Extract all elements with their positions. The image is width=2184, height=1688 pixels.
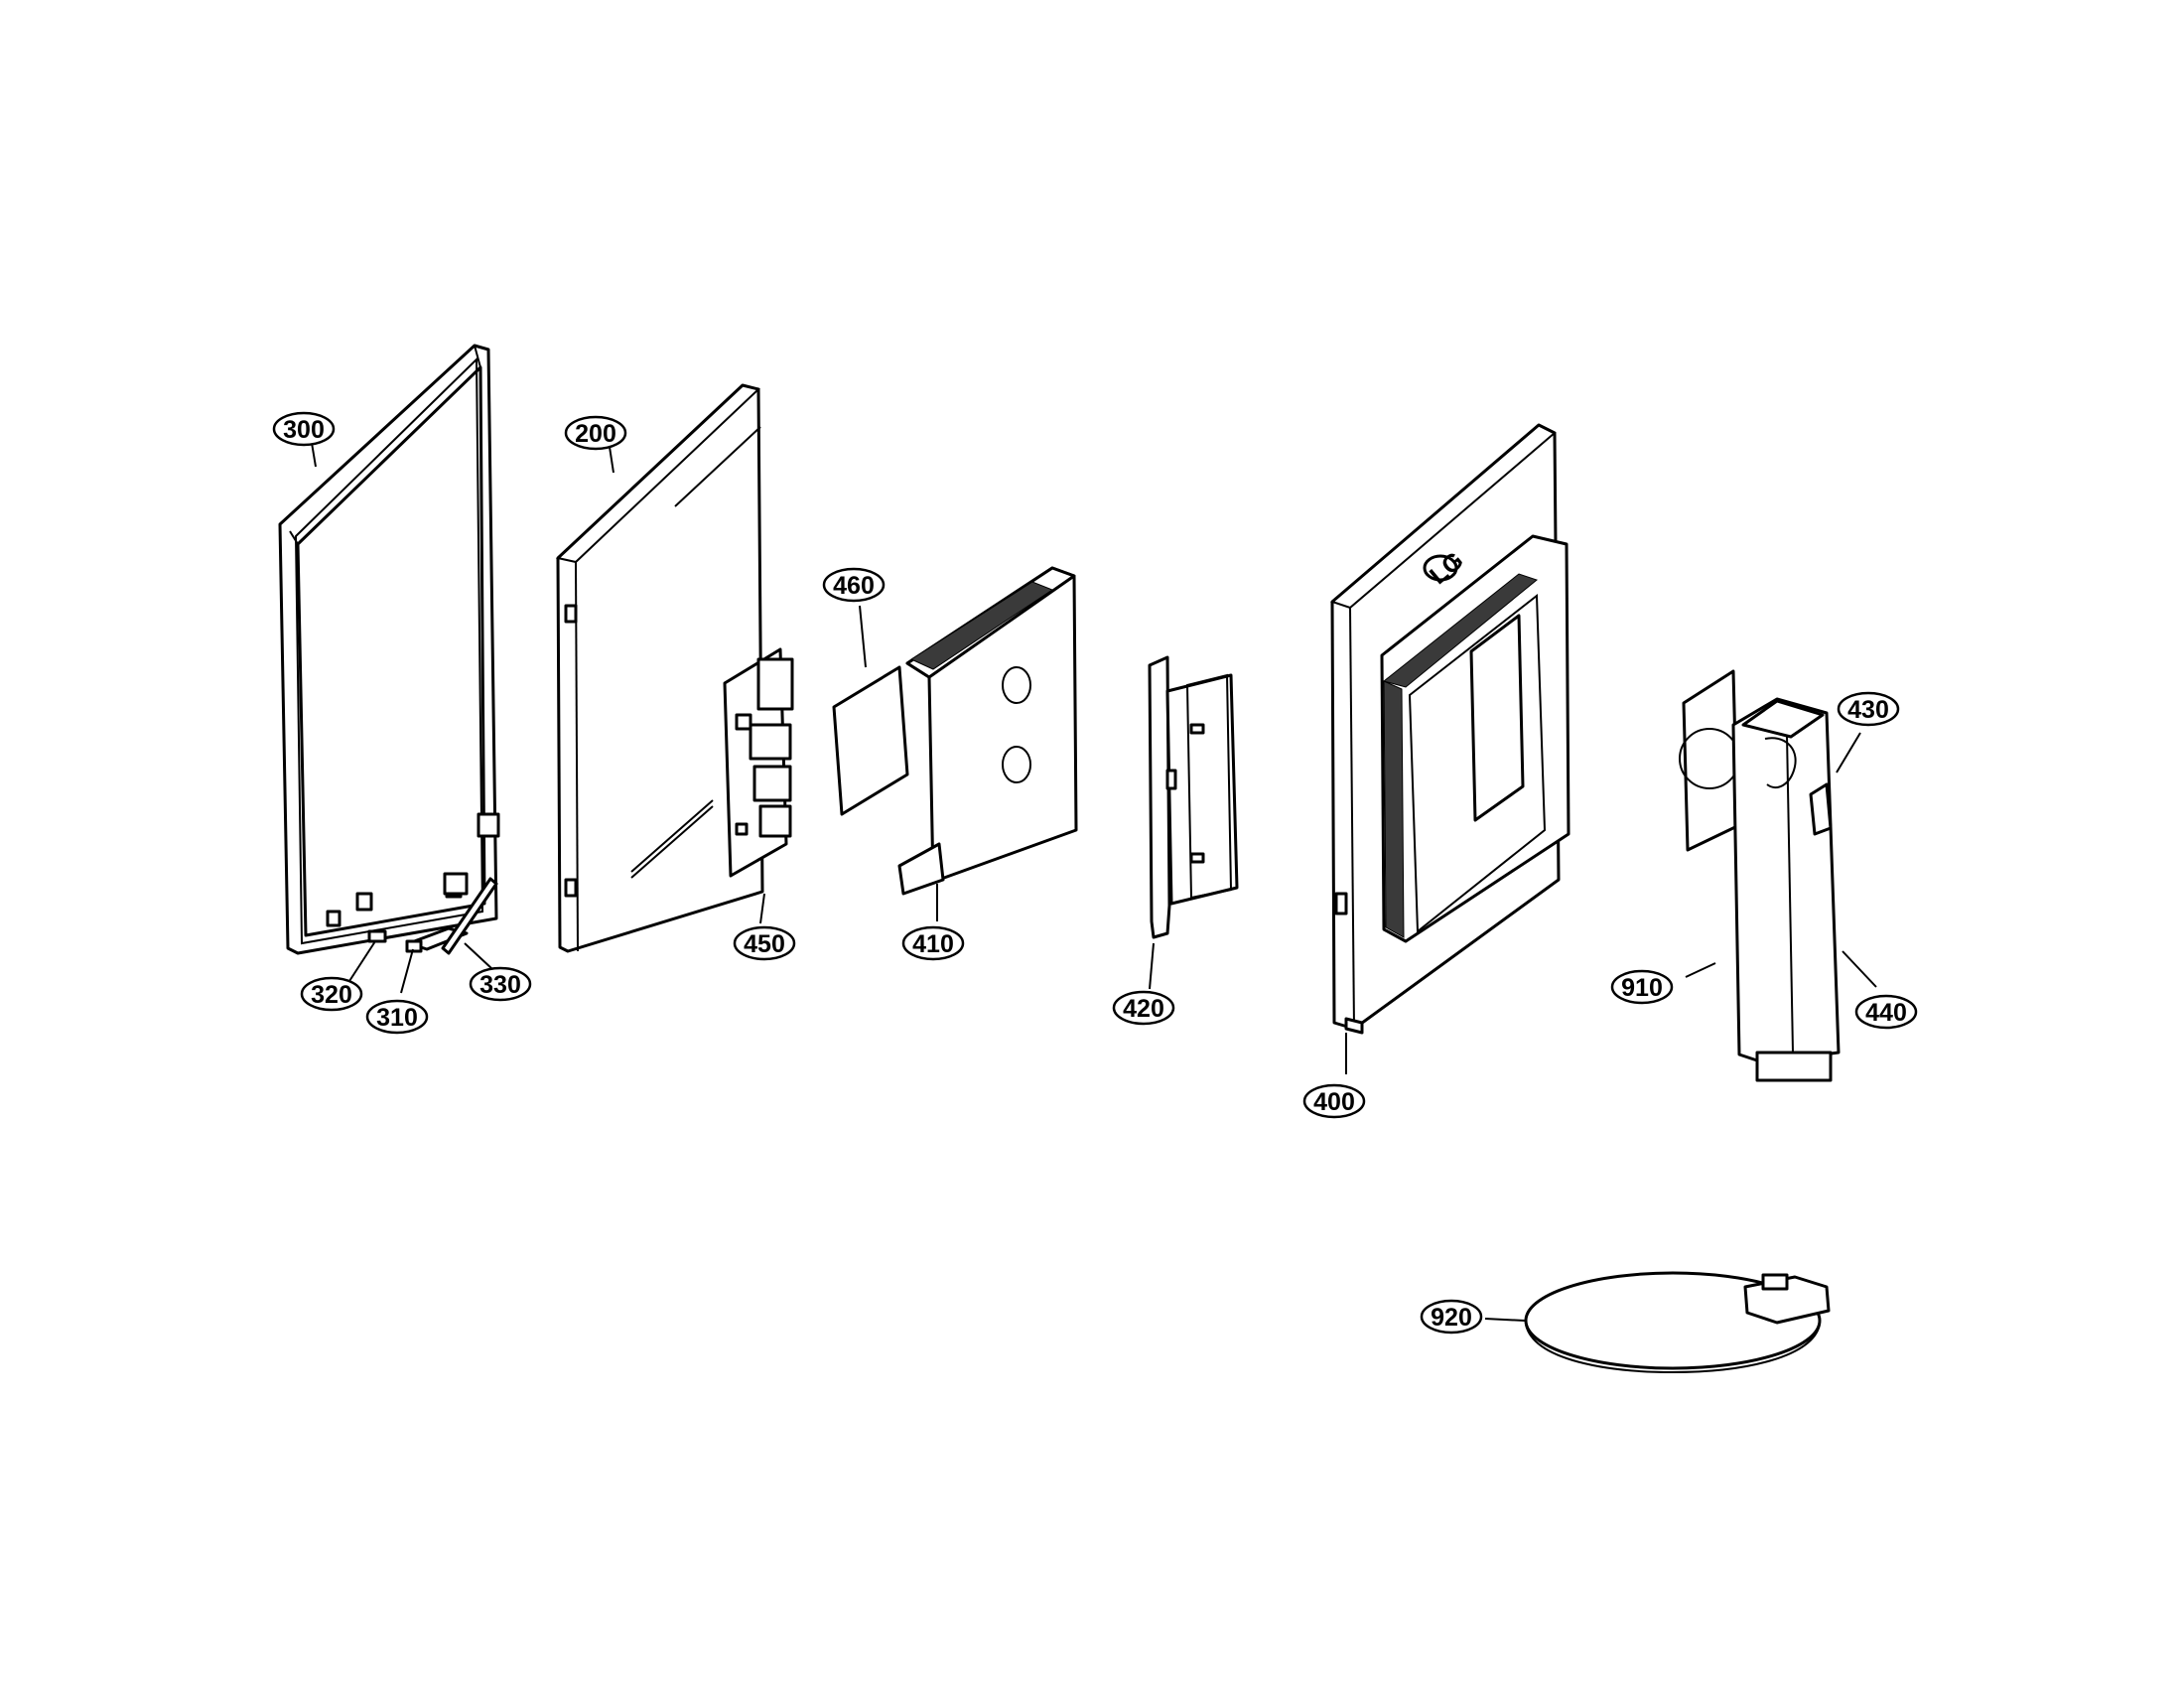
callout-410: 410 <box>901 925 965 961</box>
svg-text:910: 910 <box>1621 974 1663 1002</box>
svg-text:450: 450 <box>744 930 785 958</box>
callout-910: 910 <box>1610 969 1674 1005</box>
callout-300: 300 <box>272 411 336 447</box>
callout-320: 320 <box>300 976 363 1012</box>
stand-base-920 <box>1524 1271 1831 1374</box>
leader-lines <box>311 442 1877 1322</box>
front-bezel-300 <box>278 344 500 955</box>
lcd-panel-200 <box>555 383 764 953</box>
shield-plate-460 <box>832 665 909 816</box>
svg-text:460: 460 <box>833 572 875 600</box>
main-board-450 <box>723 647 794 878</box>
svg-text:310: 310 <box>376 1004 418 1032</box>
callout-450: 450 <box>733 925 796 961</box>
svg-text:420: 420 <box>1123 995 1164 1023</box>
svg-text:200: 200 <box>575 420 616 448</box>
svg-text:400: 400 <box>1313 1088 1355 1116</box>
svg-text:440: 440 <box>1865 999 1907 1027</box>
callout-330: 330 <box>469 966 532 1002</box>
callout-310: 310 <box>365 999 429 1035</box>
callout-460: 460 <box>822 567 886 603</box>
callout-400: 400 <box>1302 1083 1366 1119</box>
stand-neck-910 <box>1679 669 1841 1082</box>
callout-430: 430 <box>1837 691 1900 727</box>
shield-box-410 <box>897 566 1078 896</box>
svg-text:300: 300 <box>283 416 325 444</box>
back-cover-400: LG <box>1330 423 1570 1035</box>
callout-440: 440 <box>1854 994 1918 1030</box>
button-parts <box>367 872 498 955</box>
svg-text:430: 430 <box>1847 696 1889 724</box>
svg-text:920: 920 <box>1431 1304 1472 1332</box>
bracket-420 <box>1148 655 1239 939</box>
callout-420: 420 <box>1112 990 1175 1026</box>
callout-200: 200 <box>564 415 627 451</box>
svg-text:330: 330 <box>479 971 521 999</box>
svg-text:320: 320 <box>311 981 352 1009</box>
callout-920: 920 <box>1420 1299 1483 1335</box>
svg-text:410: 410 <box>912 930 954 958</box>
